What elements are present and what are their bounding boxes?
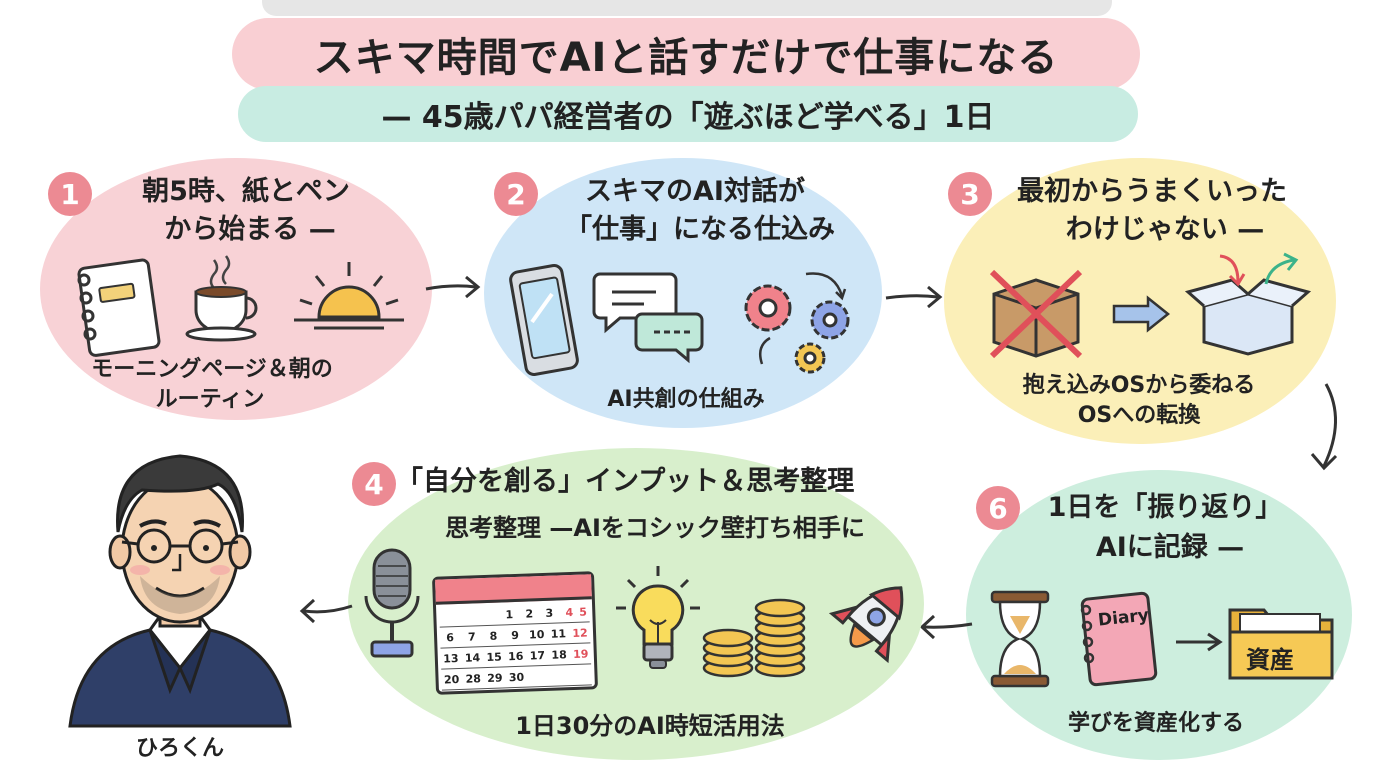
calendar-day: 7 (467, 629, 476, 644)
step2-badge: 2 (494, 172, 538, 216)
calendar-day: 20 (443, 672, 460, 687)
calendar-day: 2 (525, 606, 534, 621)
step3-badge: 3 (948, 172, 992, 216)
arrow-right-icon (885, 285, 943, 309)
step2-title-line2: 「仕事」になる仕込み (565, 214, 835, 245)
smartphone-icon (509, 264, 579, 376)
calendar-day (571, 674, 591, 675)
step2-title-line1: スキマのAI対話が (585, 176, 805, 207)
step1-title-line1: 朝5時、紙とペン (142, 176, 350, 207)
light-bulb-icon (616, 566, 700, 669)
step4-caption: 1日30分のAI時短活用法 (515, 712, 785, 740)
calendar-day: 4 (565, 605, 574, 619)
step1-caption-line1: モーニングページ＆朝の (91, 357, 333, 382)
chat-bubbles-icon (592, 272, 704, 364)
calendar-day: 16 (507, 649, 524, 663)
calendar-day: 29 (486, 670, 503, 685)
calendar-day: 3 (545, 606, 554, 620)
coffee-cup-icon (185, 255, 258, 342)
step2-caption: AI共創の仕組み (607, 387, 765, 412)
calendar-day: 28 (465, 671, 482, 686)
calendar-day: 5 (579, 604, 588, 619)
arrow-right-icon (1176, 632, 1223, 652)
arrow-left-icon (919, 614, 973, 640)
calendar-day: 11 (550, 626, 567, 641)
step3-title-line2: わけじゃない — (1065, 214, 1265, 245)
step6-title-line1: 1日を「振り返り」 (1047, 492, 1283, 523)
subtitle: — 45歳パパ経営者の「遊ぶほど学べる」1日 (238, 86, 1138, 142)
diary-icon (1080, 591, 1158, 687)
calendar-day: 10 (528, 627, 545, 642)
microphone-icon (364, 548, 420, 658)
folder-label: 資産 (1246, 646, 1294, 674)
step6-badge: 6 (976, 486, 1020, 530)
main-title: スキマ時間でAIと話すだけで仕事になる (232, 18, 1140, 90)
step6-title-line2: AIに記録 — (1095, 532, 1245, 563)
step4-title-line1: 「自分を創る」インプット＆思考整理 (396, 466, 855, 497)
step4-title-line2: 思考整理 —AIをコシック壁打ち相手に (445, 514, 865, 542)
calendar-day: 1 (505, 607, 514, 621)
sunrise-icon (294, 262, 404, 330)
step1-caption-line2: ルーティン (155, 387, 265, 412)
block-arrow-right-icon (1112, 295, 1171, 333)
step6-caption: 学びを資産化する (1067, 711, 1244, 736)
person-illustration (68, 454, 292, 728)
step1-badge: 1 (48, 172, 92, 216)
gears-icon (744, 272, 850, 374)
arrow-left-icon (299, 598, 353, 624)
calendar-day: 9 (510, 628, 520, 642)
calendar-day: 30 (508, 670, 525, 684)
calendar-day: 8 (489, 629, 498, 643)
arrow-right-icon (425, 275, 481, 299)
person-name: ひろくん (135, 736, 224, 761)
crossed-box-icon (989, 269, 1083, 359)
calendar-day: 13 (442, 651, 459, 666)
step3-title-line1: 最初からうまくいった (1017, 176, 1287, 207)
calendar-day: 12 (572, 625, 588, 640)
calendar-day: 14 (464, 650, 481, 665)
calendar-day (439, 616, 459, 617)
folder-icon (1228, 608, 1334, 680)
notebook-icon (77, 258, 161, 357)
calendar-day (459, 615, 479, 616)
step3-caption-line1: 抱え込みOSから委ねる (1022, 373, 1256, 398)
calendar-day: 17 (529, 648, 546, 662)
calendar-day (479, 615, 499, 616)
top-tab-bar (262, 0, 1112, 16)
calendar-day: 6 (446, 630, 455, 644)
calendar-row: 20 28 29 30 (441, 664, 592, 691)
hourglass-icon (990, 590, 1050, 688)
open-box-icon (1184, 252, 1312, 356)
step3-caption-line2: OSへの転換 (1077, 403, 1201, 428)
calendar-day (528, 676, 548, 677)
arrow-down-icon (1310, 383, 1338, 471)
calendar-day: 15 (486, 649, 503, 664)
calendar-day: 19 (572, 646, 589, 661)
rocket-icon (828, 586, 904, 664)
step1-title-line2: から始まる — (164, 214, 336, 245)
step4-badge: 4 (352, 462, 396, 506)
coins-icon (702, 598, 806, 678)
calendar-day (550, 675, 570, 676)
calendar-day: 18 (551, 647, 567, 662)
